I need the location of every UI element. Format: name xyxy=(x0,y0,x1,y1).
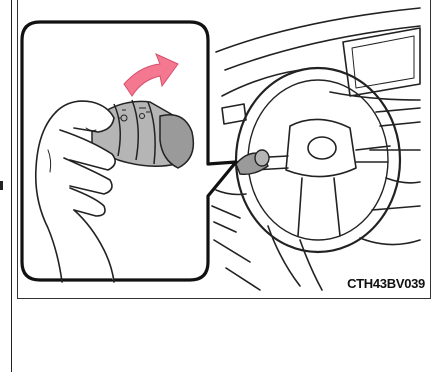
figure-code-label: CTH43BV039 xyxy=(347,276,425,291)
illustration xyxy=(0,0,433,300)
dashboard-drawing xyxy=(212,8,420,290)
stalk-small-drawing xyxy=(236,150,269,174)
